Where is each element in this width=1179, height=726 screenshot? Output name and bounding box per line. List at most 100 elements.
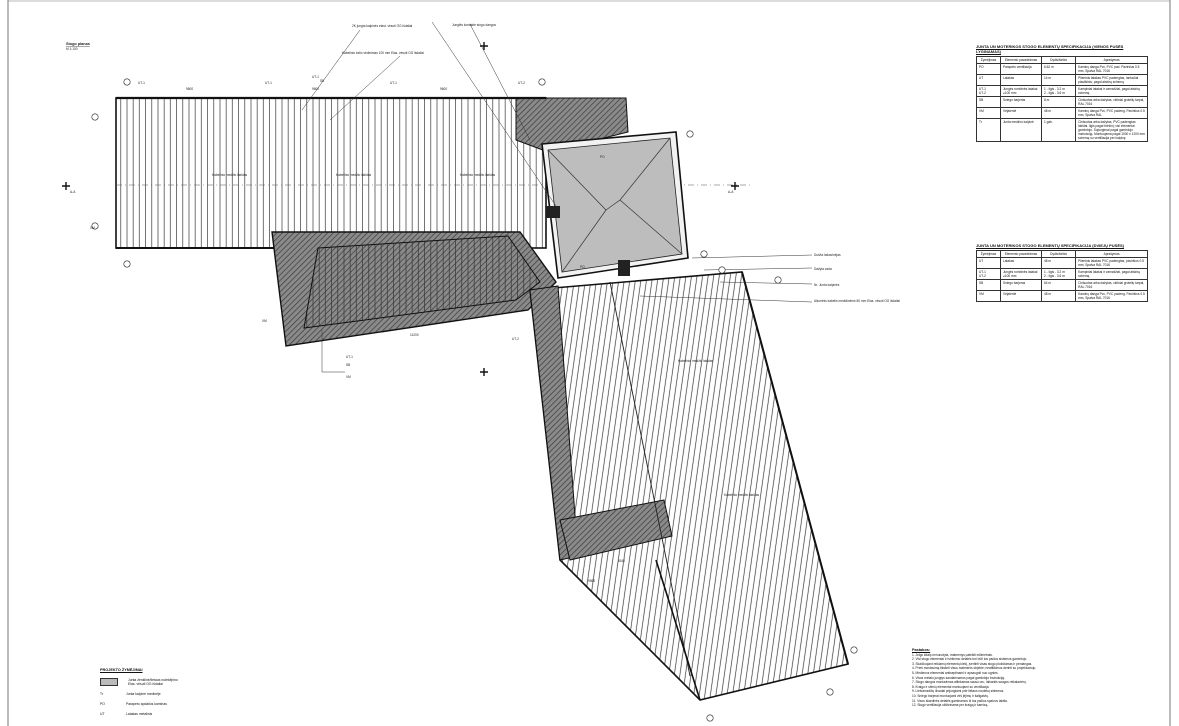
spec-cell: Cinkuotas arba dažytas, PVC padengtas la…	[1075, 118, 1148, 142]
spec-header: Elemento pavadinimas	[999, 250, 1042, 258]
spec-header: Dydis/kiekis	[1040, 56, 1077, 64]
spec-one-table: Žymėjimas Elemento pavadinimas Dydis/kie…	[976, 56, 1148, 142]
spec-cell: VM	[976, 290, 1001, 302]
notes-block: Pastabos: 1. Jeigu kitaip nenurodyta, ma…	[912, 648, 1164, 708]
spec-cell: Kampiniai latakai ir vamzdžiai, pagal at…	[1075, 268, 1148, 280]
spec-cell: UT	[976, 74, 1001, 86]
axis-marker-left: A-A	[70, 190, 76, 194]
axis-marker-right: A-A	[728, 190, 734, 194]
callout-wing-a: Kabelinio medžio lakštas	[678, 359, 713, 363]
callout-top-a: 2K jungta kalpinės elast. vėsuti OG išda…	[352, 24, 413, 28]
spec-header: Aprašymas	[1075, 56, 1148, 64]
callout-mid-a: Kabelinio medžio lakštas	[212, 173, 247, 177]
table-row: UT Latakas 14 m Plieninis latakas PVC pa…	[976, 74, 1148, 86]
spec-cell: Kampiniai latakai ir vamzdžiai, pagal at…	[1075, 85, 1148, 97]
dim-label: 11200	[410, 333, 419, 337]
legend-row: Tr Junta kalpinė medinėje	[100, 692, 250, 696]
legend-row: UT Latakas metalinis	[100, 712, 250, 716]
spec-header: Dydis/kiekis	[1040, 250, 1077, 258]
callout-top-b: Junglės kontakte stogo dangos	[452, 23, 496, 27]
mark-label: UT-1	[390, 81, 397, 85]
spec-cell: UT-1 UT-2	[976, 268, 1001, 280]
spec-cell: Tr	[976, 118, 1001, 142]
axis-markers: A-A A-A	[62, 42, 858, 722]
legend-code: Tr	[100, 692, 104, 696]
table-row: VM Vėjalentė 48 m Kaminų danga Pvc, PVC …	[976, 107, 1148, 119]
spec-header: Žymėjimas	[976, 56, 1001, 64]
spec-cell: 48 m	[1040, 257, 1077, 269]
legend-code: UT	[100, 712, 105, 716]
spec-header: Aprašymas	[1075, 250, 1148, 258]
mark-label: VM	[90, 226, 95, 230]
spec-cell: Vėjalentė	[999, 290, 1042, 302]
spec-two-title: JUNTA UN MOTERIKOS STOGO ELEMENTŲ SPECIF…	[976, 243, 1125, 248]
spec-cell: Sniego barjeras	[999, 279, 1042, 291]
spec-cell: Latakas	[999, 257, 1042, 269]
table-row: Tr Junta mediniu kalpinė 1 gab. Cinkuota…	[976, 118, 1148, 142]
legend-code: PO	[100, 702, 105, 706]
mark-label: UT-1	[265, 81, 272, 85]
callout-labels: 2K jungta kalpinės elast. vėsuti OG išda…	[212, 23, 900, 497]
legend-text: Latakas metalinis	[126, 712, 153, 716]
plan-title: Stogo planas	[66, 42, 90, 46]
note-item: 5. Medienos elementai antiseptinami ir a…	[912, 670, 999, 675]
spec-cell: SB	[976, 96, 1001, 108]
center-hip-roof	[541, 131, 689, 279]
callout-top-c: Kabelinio kelio vėdinimas 100 mm Elas. v…	[342, 51, 424, 55]
table-row: PO Parapeto ventiliacija 6.62 m Kaminų d…	[976, 63, 1148, 75]
note-item: 6. Visos metalo jungtys sandarinamos pag…	[912, 675, 1005, 680]
note-item: 4. Prieš montavimą tikslinti visus matme…	[912, 666, 1037, 671]
note-item: 11. Visos skardinės detalės gaminamos iš…	[912, 698, 1009, 703]
spec-cell: Jungės rombinės latakai ⌀100 mm	[999, 85, 1042, 97]
mark-label: UT-2	[518, 81, 525, 85]
note-item: 12. Stogo ventiliacija užtikrinama per k…	[912, 703, 989, 708]
callout-wing-b: Kabelinio medžio lakštas	[724, 493, 759, 497]
mark-label: VM	[346, 375, 351, 379]
spec-cell: 8 m	[1040, 96, 1077, 108]
spec-cell: Plieninis latakas PVC padengtas, lanksči…	[1075, 74, 1148, 86]
spec-cell: SB	[976, 279, 1001, 291]
spec-cell: Plieninis latakas PVC padengtas, pavirši…	[1075, 257, 1148, 269]
legend-row: Junta ženklinė/lietaus nutekėjimo Elas. …	[100, 678, 250, 686]
mark-label: UT-1	[312, 75, 319, 79]
spec-cell: Cinkuotas arba dažytas, vidiniai groteli…	[1075, 96, 1148, 108]
spec-cell: Kaminų danga Pvc, PVC padeng. Paviršius …	[1075, 107, 1148, 119]
notes-title: Pastabos:	[912, 648, 931, 652]
spec-cell: Kaminų danga Pvc, PVC pad. Paviršius 0.5…	[1075, 63, 1148, 75]
table-row: UT Latakas 48 m Plieninis latakas PVC pa…	[976, 257, 1148, 269]
spec-cell: 64 m	[1040, 279, 1077, 291]
spec-cell: 1 - ilgis - 3.2 m 2 - ilgis - 3.6 m	[1040, 268, 1077, 280]
spec-cell: 6.62 m	[1040, 63, 1077, 75]
legend-text: Junta ženklinė/lietaus nutekėjimo Elas. …	[128, 678, 178, 686]
diagonal-wing	[529, 271, 849, 701]
spec-cell: 48 m	[1040, 290, 1077, 302]
table-row: UT-1 UT-2 Jungės rombinės latakai ⌀100 m…	[976, 268, 1148, 280]
spec-cell: Kaminų danga Pvc, PVC padeng. Paviršius …	[1075, 290, 1148, 302]
mark-label: PO	[600, 155, 605, 159]
table-row: SB Sniego barjeras 8 m Cinkuotas arba da…	[976, 96, 1148, 108]
spec-cell: Jungės rombinės latakai ⌀100 mm	[999, 268, 1042, 280]
sheet-frame	[7, 0, 1171, 726]
spec-two-table: Žymėjimas Elemento pavadinimas Dydis/kie…	[976, 250, 1148, 302]
table-row: UT-1 UT-2 Jungės rombinės latakai ⌀100 m…	[976, 85, 1148, 97]
note-item: 9. Lietvamzdžių išvadai prijungiami prie…	[912, 689, 1005, 694]
dim-label: 9600	[186, 87, 193, 91]
callout-right-a: Duš/ta laikavinėjas	[814, 253, 841, 257]
legend-block: PROJEKTO ŽYMĖJIMAI Junta ženklinė/lietau…	[100, 668, 250, 722]
note-item: 1. Jeigu kitaip nenurodyta, matmenys pat…	[912, 652, 993, 657]
dimension-labels: 9600 9600 9600 11200 8160 9560	[186, 87, 625, 583]
spec-cell: VM	[976, 107, 1001, 119]
note-item: 2. Visi stogo elementai ir tvirtinimo de…	[912, 657, 1028, 662]
legend-text: Parapeto apdailos kaminas	[126, 702, 167, 706]
lower-left-wing	[271, 231, 557, 347]
spec-cell: 48 m	[1040, 107, 1077, 119]
mark-label: PO	[580, 265, 585, 269]
dim-label: 9600	[312, 87, 319, 91]
spec-cell: 1 gab.	[1040, 118, 1077, 142]
dim-label: 9560	[588, 579, 595, 583]
spec-cell: PO	[976, 63, 1001, 75]
note-item: 3. Skaičiuojant reikiamų elementų kiekį,…	[912, 661, 1033, 666]
element-marks: UT-1 UT-1 UT-1 UT-2 UT-1 SB VM VM PO PO …	[90, 75, 605, 379]
spec-one-title: JUNTA UN MOTERIKOS STOGO ELEMENTŲ SPECIF…	[976, 44, 1124, 54]
